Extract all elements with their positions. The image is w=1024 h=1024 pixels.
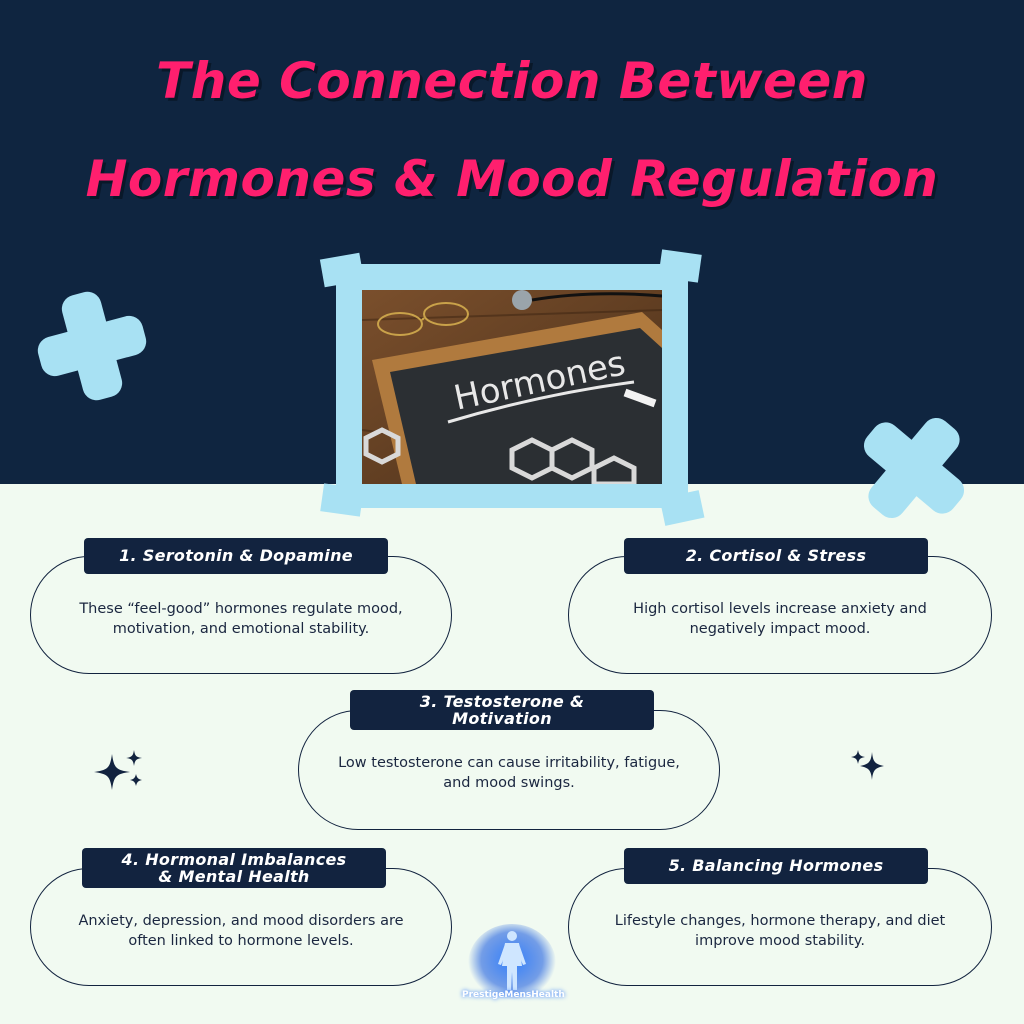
chalkboard-illustration: Hormones: [362, 290, 662, 484]
card-testosterone-motivation: Low testosterone can cause irritability,…: [298, 710, 720, 830]
tape-decoration: [658, 249, 702, 283]
card-2-line-2: negatively impact mood.: [689, 621, 871, 637]
card-5-label: 5. Balancing Hormones: [624, 848, 928, 884]
sparkle-icon: [851, 750, 884, 780]
prestige-mens-health-logo: PrestigeMensHealth: [462, 924, 565, 1012]
card-2-label: 2. Cortisol & Stress: [624, 538, 928, 574]
tape-decoration: [320, 483, 364, 517]
card-3-line-1: Low testosterone can cause irritability,…: [338, 755, 680, 771]
card-4-line-2: often linked to hormone levels.: [128, 933, 354, 949]
logo-text: PrestigeMensHealth: [462, 990, 565, 1000]
card-5-line-2: improve mood stability.: [695, 933, 865, 949]
card-4-label-line-1: 4. Hormonal Imbalances: [121, 850, 347, 869]
card-balancing-hormones: Lifestyle changes, hormone therapy, and …: [568, 868, 992, 986]
card-3-label-line-2: Motivation: [452, 709, 552, 728]
sparkle-icon: [94, 750, 142, 790]
card-1-line-2: motivation, and emotional stability.: [112, 621, 370, 637]
card-1-label: 1. Serotonin & Dopamine: [84, 538, 388, 574]
card-3-label: 3. Testosterone & Motivation: [350, 690, 654, 730]
human-body-icon: [468, 924, 556, 1004]
card-4-label-line-2: & Mental Health: [158, 867, 310, 886]
card-serotonin-dopamine: These “feel-good” hormones regulate mood…: [30, 556, 452, 674]
hormones-chalkboard-photo: Hormones: [362, 290, 662, 484]
card-2-line-1: High cortisol levels increase anxiety an…: [633, 601, 927, 617]
card-4-line-1: Anxiety, depression, and mood disorders …: [78, 913, 404, 929]
card-5-line-1: Lifestyle changes, hormone therapy, and …: [614, 913, 946, 929]
card-1-line-1: These “feel-good” hormones regulate mood…: [79, 601, 403, 617]
title-line-2: Hormones & Mood Regulation: [85, 150, 939, 208]
card-3-line-2: and mood swings.: [443, 775, 575, 791]
title-line-1: The Connection Between: [156, 52, 868, 110]
card-4-label: 4. Hormonal Imbalances & Mental Health: [82, 848, 386, 888]
card-cortisol-stress: High cortisol levels increase anxiety an…: [568, 556, 992, 674]
card-3-label-line-1: 3. Testosterone &: [419, 692, 585, 711]
